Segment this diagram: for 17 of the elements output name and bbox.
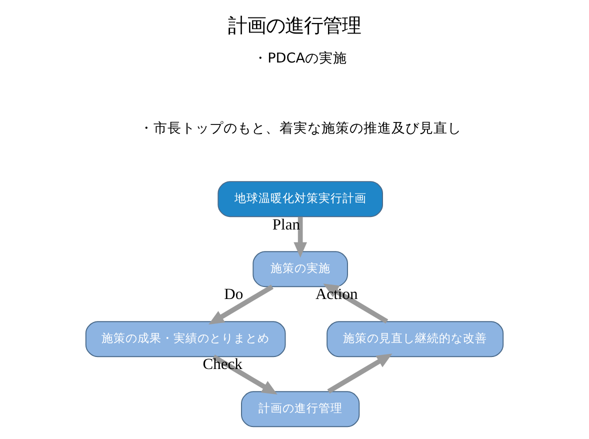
- node-box: 施策の見直し継続的な改善: [326, 321, 504, 358]
- label: ・PDCAの実施: [254, 50, 348, 67]
- edge-label: Plan: [272, 216, 300, 234]
- edge-label: Check: [202, 356, 242, 373]
- edge-label: Action: [315, 286, 358, 304]
- edge-label: Do: [224, 286, 244, 303]
- node-box: 施策の成果・実績のとりまとめ: [85, 321, 286, 358]
- arrow: [327, 354, 392, 394]
- arrow: [212, 354, 278, 395]
- arrow: [294, 216, 308, 258]
- node-box: 地球温暖化対策実行計画: [218, 181, 383, 218]
- arrow: [208, 284, 274, 325]
- diagram-title: 計画の進行管理: [228, 14, 361, 37]
- arrow: [323, 284, 388, 324]
- node-box: 施策の実施: [252, 251, 348, 288]
- node-box: 計画の進行管理: [241, 391, 360, 428]
- label: ・市長トップのもと、着実な施策の推進及び見直し: [139, 120, 462, 137]
